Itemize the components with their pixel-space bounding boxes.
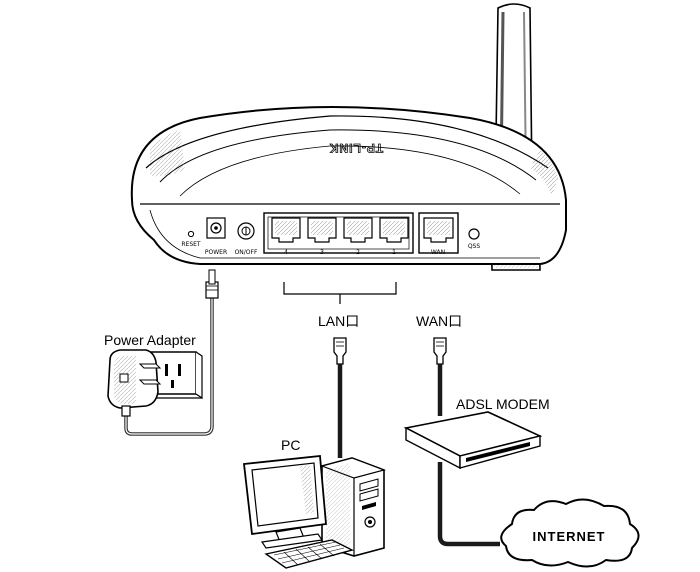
onoff-label: ON/OFF: [235, 249, 258, 256]
router-brand-logo: TP-LINK: [329, 141, 383, 155]
lan-port-2-label: 2: [356, 249, 360, 256]
wan-port-label: WAN: [431, 249, 445, 256]
power-label: POWER: [205, 249, 227, 256]
reset-button: [187, 230, 195, 238]
internet-cloud: INTERNET: [500, 498, 640, 568]
lan-port-2: [343, 217, 373, 243]
wan-cable: [433, 337, 447, 416]
adsl-modem-label: ADSL MODEM: [456, 396, 550, 412]
wan-port: [423, 217, 454, 243]
qss-label: QSS: [468, 243, 481, 250]
adsl-modem: [403, 411, 543, 470]
lan-port-1-label: 1: [392, 249, 396, 256]
lan-port-4-label: 4: [284, 249, 288, 256]
power-adapter-plug: [107, 349, 162, 417]
pc-label: PC: [281, 437, 300, 453]
reset-label: RESET: [181, 241, 201, 248]
router: TP-LINK RESET POWER ON/OFF: [130, 106, 567, 265]
internet-label: INTERNET: [533, 529, 606, 544]
modem-internet-cable: [437, 462, 500, 547]
lan-bracket: [283, 282, 397, 304]
lan-port-1: [379, 217, 409, 243]
lan-port-3: [307, 217, 337, 243]
lan-port-label: LAN口: [318, 313, 359, 329]
power-cable: [124, 269, 219, 436]
qss-button: [468, 228, 480, 240]
lan-cable: [333, 337, 347, 458]
wan-port-label-text: WAN口: [416, 313, 462, 329]
lan-port-4: [271, 217, 301, 243]
lan-port-3-label: 3: [320, 249, 324, 256]
pc: [243, 455, 386, 569]
power-adapter-label: Power Adapter: [104, 332, 196, 348]
